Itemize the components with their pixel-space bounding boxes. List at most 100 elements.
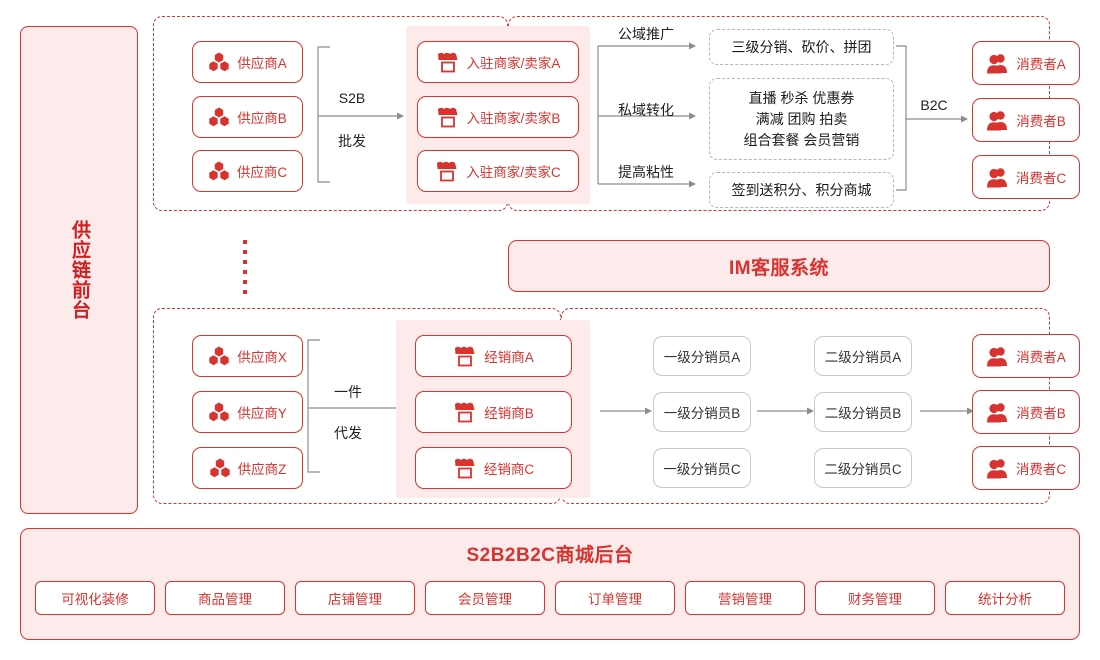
supplier-card-x[interactable]: 供应商X (192, 335, 303, 377)
level2-distributor-label: 二级分销员A (824, 350, 902, 365)
backend-chip-label: 店铺管理 (328, 592, 382, 607)
shop-icon (435, 160, 459, 182)
dealer-card-label: 经销商C (483, 462, 535, 477)
merchant-card-label: 入驻商家/卖家A (466, 56, 561, 71)
backend-chip-member-management[interactable]: 会员管理 (425, 581, 545, 615)
backend-chip-label: 财务管理 (848, 592, 902, 607)
vertical-ellipsis-indicator (243, 240, 247, 294)
hexagon-cluster-icon (208, 52, 230, 72)
level2-distributor-label: 二级分销员C (824, 462, 902, 477)
dealer-card-b[interactable]: 经销商B (415, 391, 572, 433)
marketing-box-line: 三级分销、砍价、拼团 (731, 38, 872, 55)
level2-distributor-c[interactable]: 二级分销员C (814, 448, 912, 488)
consumer-card-bottom-c[interactable]: 消费者C (972, 446, 1080, 490)
marketing-box-points: 签到送积分、积分商城 (709, 172, 894, 208)
marketing-box-line: 直播 秒杀 优惠券 (748, 89, 855, 106)
backend-chip-marketing-management[interactable]: 营销管理 (685, 581, 805, 615)
marketing-box-line: 组合套餐 会员营销 (743, 131, 860, 148)
supplier-card-b[interactable]: 供应商B (192, 96, 303, 138)
consumer-card-bottom-b[interactable]: 消费者B (972, 390, 1080, 434)
dropship-connector-label-line2: 代发 (334, 425, 362, 441)
backend-chip-label: 会员管理 (458, 592, 512, 607)
dealer-card-a[interactable]: 经销商A (415, 335, 572, 377)
marketing-box-line: 签到送积分、积分商城 (731, 181, 872, 198)
merchant-card-label: 入驻商家/卖家C (466, 165, 561, 180)
backend-module-row: 可视化装修 商品管理 店铺管理 会员管理 订单管理 营销管理 财务管理 统计分析 (21, 581, 1079, 615)
level1-distributor-b[interactable]: 一级分销员B (653, 392, 751, 432)
merchant-card-c[interactable]: 入驻商家/卖家C (417, 150, 579, 192)
consumer-card-label: 消费者B (1016, 114, 1066, 129)
backend-chip-product-management[interactable]: 商品管理 (165, 581, 285, 615)
backend-chip-label: 统计分析 (978, 592, 1032, 607)
shop-icon (436, 51, 460, 73)
b2c-connector-label: B2C (920, 97, 948, 113)
consumer-card-top-c[interactable]: 消费者C (972, 155, 1080, 199)
hexagon-cluster-icon (208, 346, 230, 366)
marketing-box-line: 满减 团购 拍卖 (755, 110, 848, 127)
im-customer-service-bar[interactable]: IM客服系统 (508, 240, 1050, 292)
supplier-card-y[interactable]: 供应商Y (192, 391, 303, 433)
level2-distributor-label: 二级分销员B (824, 406, 902, 421)
supplier-card-label: 供应商C (236, 165, 288, 180)
consumer-card-bottom-a[interactable]: 消费者A (972, 334, 1080, 378)
user-group-icon (986, 167, 1009, 188)
supplier-card-label: 供应商X (237, 350, 287, 365)
supply-chain-front-label: 供应链前台 (69, 220, 90, 320)
hexagon-cluster-icon (208, 107, 230, 127)
backend-title: S2B2B2C商城后台 (466, 545, 634, 566)
user-group-icon (986, 53, 1009, 74)
consumer-card-label: 消费者C (1015, 462, 1067, 477)
backend-chip-label: 可视化装修 (61, 592, 129, 607)
level1-distributor-c[interactable]: 一级分销员C (653, 448, 751, 488)
shop-icon (436, 106, 460, 128)
shop-icon (453, 457, 477, 479)
backend-chip-label: 订单管理 (588, 592, 642, 607)
backend-chip-label: 营销管理 (718, 592, 772, 607)
marketing-box-conversion: 直播 秒杀 优惠券 满减 团购 拍卖 组合套餐 会员营销 (709, 78, 894, 160)
consumer-card-label: 消费者A (1016, 57, 1066, 72)
dealer-card-label: 经销商A (484, 350, 534, 365)
supplier-card-label: 供应商Z (237, 462, 287, 477)
supplier-card-c[interactable]: 供应商C (192, 150, 303, 192)
s2b-connector-label-line2: 批发 (338, 133, 366, 149)
consumer-card-label: 消费者C (1015, 171, 1067, 186)
s2b-connector-label-line1: S2B (338, 90, 366, 106)
backend-chip-statistics-analysis[interactable]: 统计分析 (945, 581, 1065, 615)
hexagon-cluster-icon (208, 161, 230, 181)
merchant-card-a[interactable]: 入驻商家/卖家A (417, 41, 579, 83)
merchant-card-b[interactable]: 入驻商家/卖家B (417, 96, 579, 138)
backend-chip-order-management[interactable]: 订单管理 (555, 581, 675, 615)
backend-chip-label: 商品管理 (198, 592, 252, 607)
shop-icon (453, 345, 477, 367)
supplier-card-a[interactable]: 供应商A (192, 41, 303, 83)
backend-chip-visual-decoration[interactable]: 可视化装修 (35, 581, 155, 615)
level2-distributor-a[interactable]: 二级分销员A (814, 336, 912, 376)
consumer-card-top-b[interactable]: 消费者B (972, 98, 1080, 142)
dealer-card-label: 经销商B (484, 406, 534, 421)
level2-distributor-b[interactable]: 二级分销员B (814, 392, 912, 432)
hexagon-cluster-icon (208, 402, 230, 422)
supplier-card-z[interactable]: 供应商Z (192, 447, 303, 489)
supplier-card-label: 供应商Y (237, 406, 287, 421)
user-group-icon (986, 458, 1009, 479)
supply-chain-front-banner: 供应链前台 (20, 26, 138, 514)
channel-label-public-domain: 公域推广 (618, 26, 674, 42)
consumer-card-top-a[interactable]: 消费者A (972, 41, 1080, 85)
channel-label-stickiness: 提高粘性 (618, 164, 674, 180)
consumer-card-label: 消费者B (1016, 406, 1066, 421)
backend-chip-finance-management[interactable]: 财务管理 (815, 581, 935, 615)
backend-chip-store-management[interactable]: 店铺管理 (295, 581, 415, 615)
user-group-icon (986, 346, 1009, 367)
supplier-card-label: 供应商B (237, 111, 287, 126)
dealer-card-c[interactable]: 经销商C (415, 447, 572, 489)
hexagon-cluster-icon (209, 458, 231, 478)
backend-panel: S2B2B2C商城后台 可视化装修 商品管理 店铺管理 会员管理 订单管理 营销… (20, 528, 1080, 640)
marketing-box-distribution: 三级分销、砍价、拼团 (709, 29, 894, 65)
level1-distributor-label: 一级分销员A (663, 350, 741, 365)
level1-distributor-label: 一级分销员B (663, 406, 741, 421)
dropship-connector-label-line1: 一件 (334, 384, 362, 400)
level1-distributor-a[interactable]: 一级分销员A (653, 336, 751, 376)
im-customer-service-label: IM客服系统 (728, 257, 830, 279)
supplier-card-label: 供应商A (237, 56, 287, 71)
